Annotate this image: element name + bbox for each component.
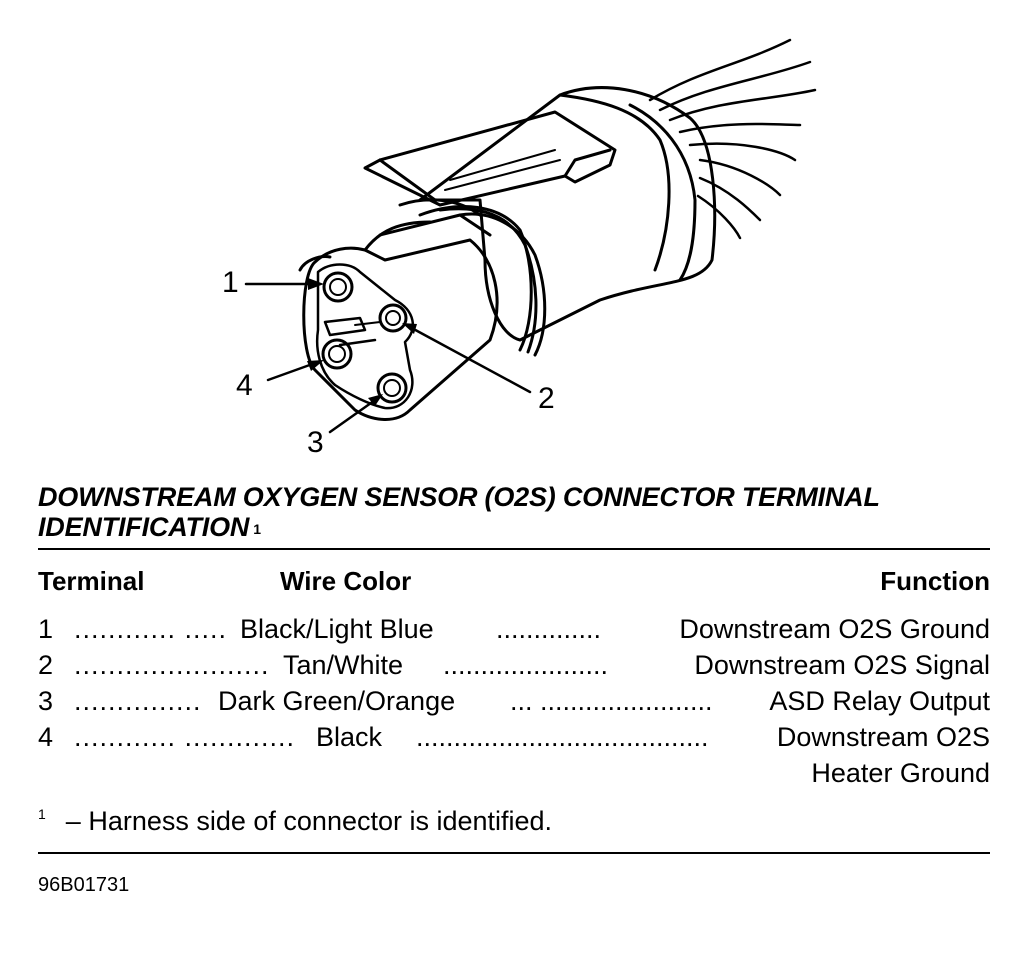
- top-rule: [38, 548, 990, 550]
- wire-color: Dark Green/Orange: [218, 686, 456, 716]
- leader-dots: ......................: [443, 650, 609, 680]
- wire-color: Black/Light Blue: [240, 614, 434, 644]
- callout-2: 2: [538, 382, 555, 415]
- connector-boot: [418, 86, 717, 342]
- terminal-cavity-4: [321, 338, 353, 370]
- connector-front-housing: [302, 238, 499, 421]
- callout-1: 1: [222, 266, 239, 299]
- connector-illustration: 1 2 3 4: [222, 38, 817, 459]
- figure-code: 96B01731: [38, 874, 130, 896]
- leader-line-2: [406, 324, 532, 394]
- function: Downstream O2S Signal: [694, 650, 990, 680]
- header-terminal: Terminal: [38, 566, 145, 596]
- terminal-number: 2: [38, 650, 54, 680]
- terminal-number: 1: [38, 614, 54, 644]
- title-line-1: DOWNSTREAM OXYGEN SENSOR (O2S) CONNECTOR…: [38, 482, 880, 512]
- table-row: 2 ....................... Tan/White ....…: [38, 650, 990, 686]
- terminal-cavity-1: [322, 271, 354, 303]
- table-title: DOWNSTREAM OXYGEN SENSOR (O2S) CONNECTOR…: [38, 482, 998, 542]
- leader-dots: .......................................: [416, 722, 709, 752]
- title-footnote-ref: 1: [253, 521, 261, 537]
- leader-dots: ...............: [74, 686, 202, 716]
- function: Downstream O2S: [776, 722, 990, 752]
- footnote: 1 – Harness side of connector is identifi…: [38, 806, 552, 837]
- table-row: 1 ............ ..... Black/Light Blue ..…: [38, 614, 990, 650]
- function: Downstream O2S Ground: [679, 614, 990, 644]
- wire-color: Black: [316, 722, 383, 752]
- latch-tab: [363, 110, 617, 207]
- wire-color: Tan/White: [283, 650, 404, 680]
- header-function: Function: [880, 566, 990, 596]
- callout-3: 3: [307, 426, 324, 459]
- header-wire-color: Wire Color: [280, 566, 412, 596]
- leader-dots: ..............: [496, 614, 602, 644]
- terminal-cavity-2: [378, 303, 408, 333]
- table-row: 4 ............ ............. Black .....…: [38, 722, 990, 758]
- title-line-2-text: IDENTIFICATION: [38, 512, 250, 542]
- terminal-number: 4: [38, 722, 54, 752]
- bottom-rule: [38, 852, 990, 854]
- leader-dots: ............ .....: [74, 614, 228, 644]
- footnote-ref: 1: [38, 806, 46, 822]
- function: ASD Relay Output: [769, 686, 990, 716]
- callout-4: 4: [236, 369, 253, 402]
- table-row: 3 ............... Dark Green/Orange ... …: [38, 686, 990, 722]
- leader-dots: ... .......................: [510, 686, 713, 716]
- leader-dots: ............ .............: [74, 722, 296, 752]
- leader-dots: .......................: [74, 650, 270, 680]
- leader-line-3: [328, 396, 380, 434]
- footnote-text: – Harness side of connector is identifie…: [65, 806, 553, 836]
- terminal-cavity-3: [376, 372, 408, 404]
- terminal-number: 3: [38, 686, 54, 716]
- wire-bundle: [648, 38, 817, 240]
- table-row-continuation: Heater Ground: [38, 758, 990, 794]
- function-continuation: Heater Ground: [811, 758, 990, 788]
